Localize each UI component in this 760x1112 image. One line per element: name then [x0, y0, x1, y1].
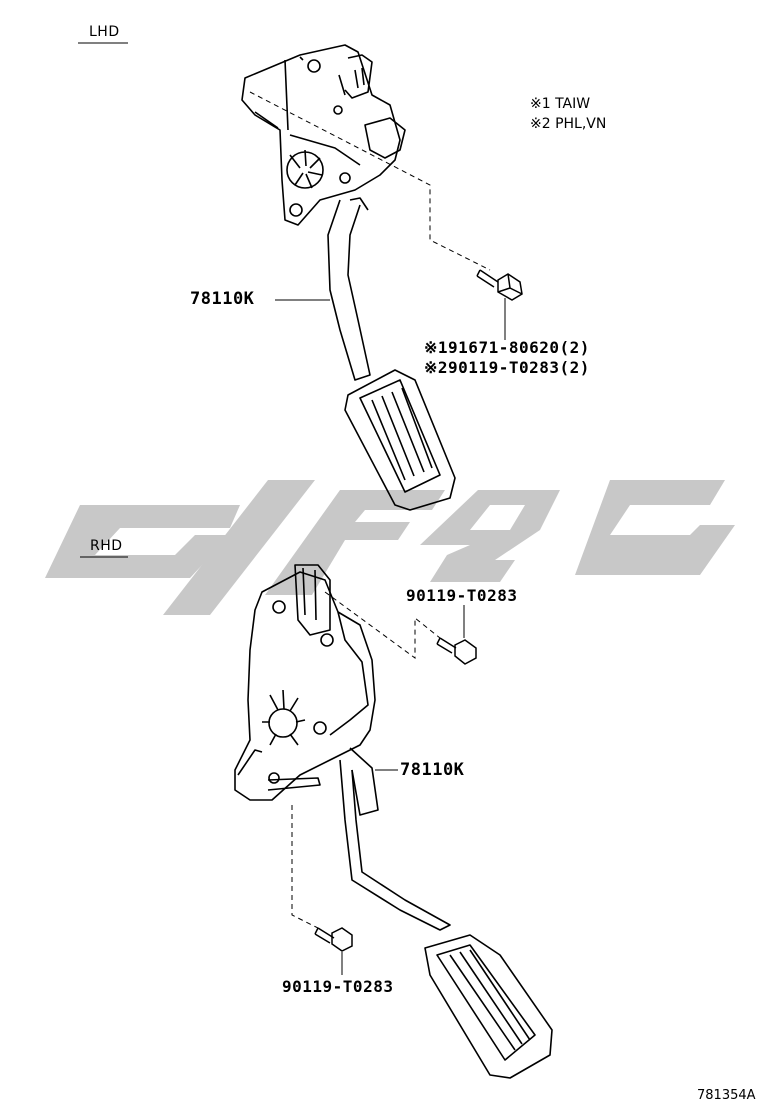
lhd-label: LHD: [89, 24, 120, 40]
lhd-pedal-part-number[interactable]: 78110K: [190, 289, 255, 309]
lhd-pedal-bracket: [241, 44, 401, 226]
rhd-top-bolt-icon: [436, 637, 477, 665]
rhd-pedal-bracket: [234, 571, 376, 801]
rhd-bottom-bolt-part-number[interactable]: 90119-T0283: [282, 977, 394, 996]
diagram-code: 781354A: [697, 1088, 756, 1103]
lhd-pedal-assembly: [241, 44, 456, 511]
rhd-top-bolt-guide: [324, 591, 441, 659]
lhd-bolt-icon: [476, 269, 523, 301]
rhd-bottom-bolt-icon: [314, 927, 353, 952]
lhd-bolt-guide: [249, 91, 491, 271]
lhd-note-2: ※2 PHL,VN: [530, 116, 607, 132]
rhd-pedal-part-number[interactable]: 78110K: [400, 760, 465, 780]
rhd-top-bolt-part-number[interactable]: 90119-T0283: [406, 586, 518, 605]
lhd-bolt-part-number-2[interactable]: ※290119-T0283(2): [424, 358, 590, 377]
watermark-logo: [45, 480, 735, 615]
lhd-pedal-pad: [344, 369, 456, 511]
rhd-label: RHD: [90, 538, 123, 554]
rhd-pedal-pad: [424, 934, 553, 1079]
lhd-bolt-part-number-1[interactable]: ※191671-80620(2): [424, 338, 590, 357]
rhd-bottom-bolt-guide: [291, 805, 319, 929]
lhd-pedal-arm: [327, 199, 371, 381]
rhd-pedal-arm: [339, 759, 451, 931]
rhd-pedal-assembly: [234, 564, 553, 1079]
lhd-note-1: ※1 TAIW: [530, 96, 591, 112]
